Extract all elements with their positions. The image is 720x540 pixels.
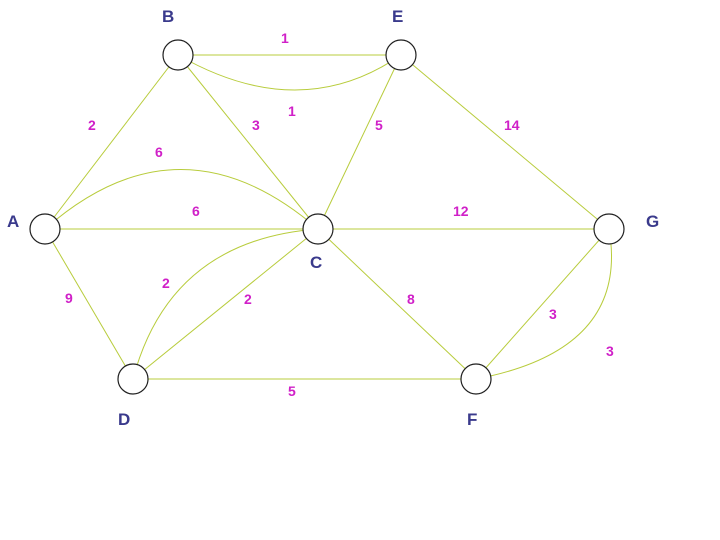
edge-a-c-curved	[44, 169, 319, 230]
node-b	[162, 39, 194, 71]
weight-d-f: 5	[288, 383, 296, 399]
weight-a-b: 2	[88, 117, 96, 133]
weight-b-c: 3	[252, 117, 260, 133]
weight-c-f: 8	[407, 291, 415, 307]
node-f	[460, 363, 492, 395]
node-a	[29, 213, 61, 245]
weight-a-c-curved: 6	[155, 144, 163, 160]
node-label-e: E	[392, 7, 403, 26]
weight-f-g-curved: 3	[606, 343, 614, 359]
weight-c-g: 12	[453, 203, 469, 219]
edge-b-e-curved	[177, 54, 402, 91]
node-e	[385, 39, 417, 71]
weight-b-e-curved: 1	[288, 103, 296, 119]
weight-e-g: 14	[504, 117, 520, 133]
weight-a-c-straight: 6	[192, 203, 200, 219]
weight-f-g-straight: 3	[549, 306, 557, 322]
edge-d-c-straight	[132, 228, 319, 380]
edges	[44, 54, 613, 380]
weight-d-c-straight: 2	[244, 291, 252, 307]
weight-a-d: 9	[65, 290, 73, 306]
node-label-a: A	[7, 212, 19, 231]
edge-b-c	[177, 54, 319, 230]
edge-f-g-straight	[475, 228, 610, 380]
node-label-d: D	[118, 410, 130, 429]
edge-c-f	[317, 228, 477, 380]
edge-a-b	[44, 54, 179, 230]
node-label-g: G	[646, 212, 659, 231]
node-label-b: B	[162, 7, 174, 26]
weight-e-c: 5	[375, 117, 383, 133]
edge-e-g	[400, 54, 610, 230]
node-labels: A B C D E F G	[7, 7, 659, 429]
edge-a-d	[44, 228, 134, 380]
edge-weights: 1 1 2 3 5 14 6 6 12 9 2 2 8 3 3 5	[65, 30, 614, 399]
weight-b-e-straight: 1	[281, 30, 289, 46]
weight-d-c-curved: 2	[162, 275, 170, 291]
node-c	[302, 213, 334, 245]
node-label-f: F	[467, 410, 477, 429]
edge-d-c-curved	[132, 228, 319, 380]
edge-f-g-curved	[475, 228, 613, 380]
nodes	[29, 39, 625, 395]
node-label-c: C	[310, 253, 322, 272]
edge-e-c	[317, 54, 402, 230]
node-d	[117, 363, 149, 395]
node-g	[593, 213, 625, 245]
